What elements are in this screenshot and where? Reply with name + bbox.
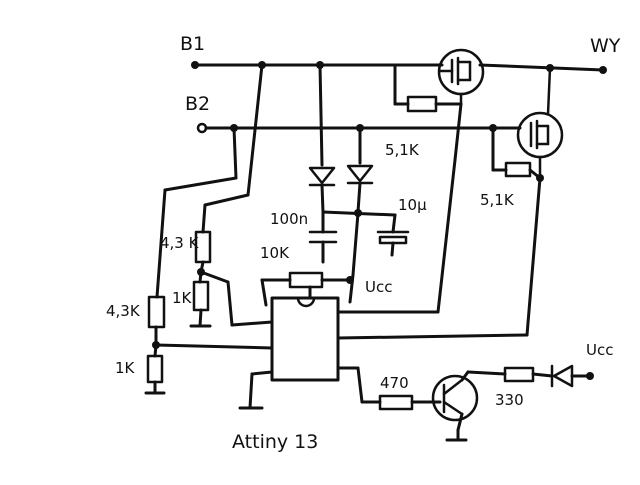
label-r-1k-left: 1K	[115, 359, 136, 377]
label-r-q1: 5,1K	[385, 141, 420, 159]
label-b2: B2	[185, 93, 210, 115]
b1-divider-wiring	[201, 63, 264, 234]
label-vcc-bottom: Ucc	[586, 341, 613, 359]
label-r-10k: 10K	[260, 244, 290, 262]
label-c-100n: 100n	[270, 210, 308, 228]
q1-gate-network	[336, 63, 463, 314]
b2-divider-wiring	[155, 126, 238, 299]
label-b1: B1	[180, 33, 205, 55]
resistor-1k-left	[144, 354, 166, 395]
output-driver	[336, 366, 442, 411]
resistor-10k	[260, 271, 354, 307]
label-chip: Attiny 13	[232, 431, 318, 453]
resistor-4-3k-left	[147, 295, 274, 358]
mosfet-q2-symbol	[516, 66, 564, 180]
capacitor-100n	[308, 210, 338, 264]
label-wy: WY	[590, 35, 621, 57]
label-r-1k-mid: 1K	[172, 289, 193, 307]
chip-ground	[238, 370, 274, 410]
label-r-4-3k-left: 4,3K	[106, 302, 141, 320]
attiny13-chip	[270, 296, 340, 382]
diode-b1	[308, 63, 336, 214]
rail-b1	[191, 61, 607, 74]
resistor-1k-mid	[189, 280, 212, 328]
label-r-4-3k-top: 4,3 K	[160, 234, 200, 252]
label-r-470: 470	[380, 374, 409, 392]
q2-gate-network	[336, 126, 544, 340]
diode-b2	[346, 126, 374, 214]
label-c-10u: 10µ	[398, 196, 427, 214]
label-r-330: 330	[495, 391, 524, 409]
resistor-330-led	[466, 364, 594, 388]
mosfet-q1-symbol	[437, 48, 485, 106]
label-vcc-top: Ucc	[365, 278, 392, 296]
npn-transistor-symbol	[431, 370, 479, 442]
capacitor-10u	[376, 213, 410, 257]
label-r-q2: 5,1K	[480, 191, 515, 209]
resistor-4-3k-top	[194, 230, 274, 327]
